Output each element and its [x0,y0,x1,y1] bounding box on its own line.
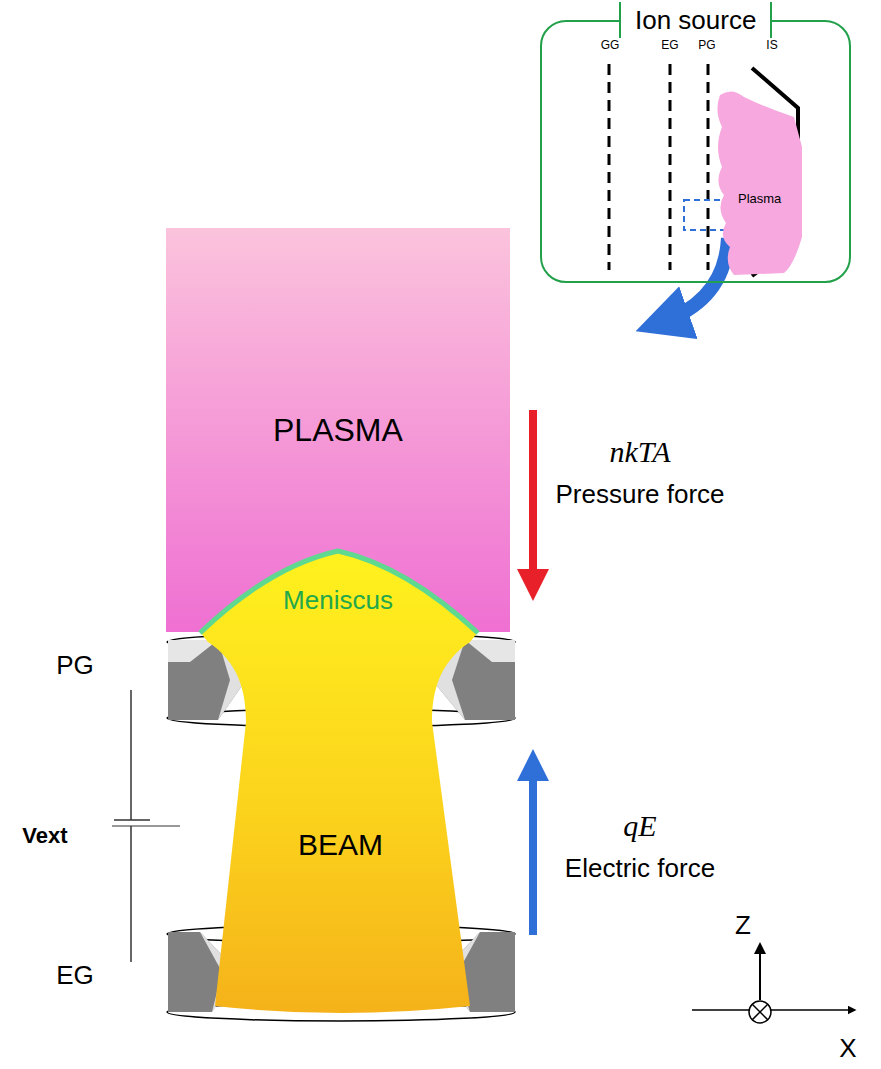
voltage-label: Vext [22,823,67,849]
electrode-label: EG [56,960,94,991]
electric-arrow [529,765,537,935]
meniscus-label: Meniscus [283,585,393,616]
force-label: Pressure force [555,479,724,510]
voltage-source [112,690,180,962]
axis-label: Z [735,910,751,941]
formula: qE [623,809,656,843]
axis-label: X [839,1033,856,1064]
zoom-arrow [662,238,728,322]
formula: nkTA [609,435,670,469]
ion-source-box: Ion sourcePlasma [540,20,851,283]
grid-label: IS [766,38,777,52]
grid-lines [609,64,708,270]
grid-label: GG [601,38,620,52]
force-label: Electric force [565,853,715,884]
plasma-blob-shape [714,87,806,277]
node-label: Ion source [619,2,772,38]
grid-label: PG [698,38,715,52]
pressure-arrow [529,410,537,585]
node-label: Plasma [738,191,781,206]
node-label: BEAM [298,828,383,862]
plasma-blob: Plasma [714,87,806,277]
node-label: PLASMA [273,412,403,449]
axes [692,948,852,1023]
electrode-label: PG [56,650,94,681]
grid-label: EG [661,38,678,52]
